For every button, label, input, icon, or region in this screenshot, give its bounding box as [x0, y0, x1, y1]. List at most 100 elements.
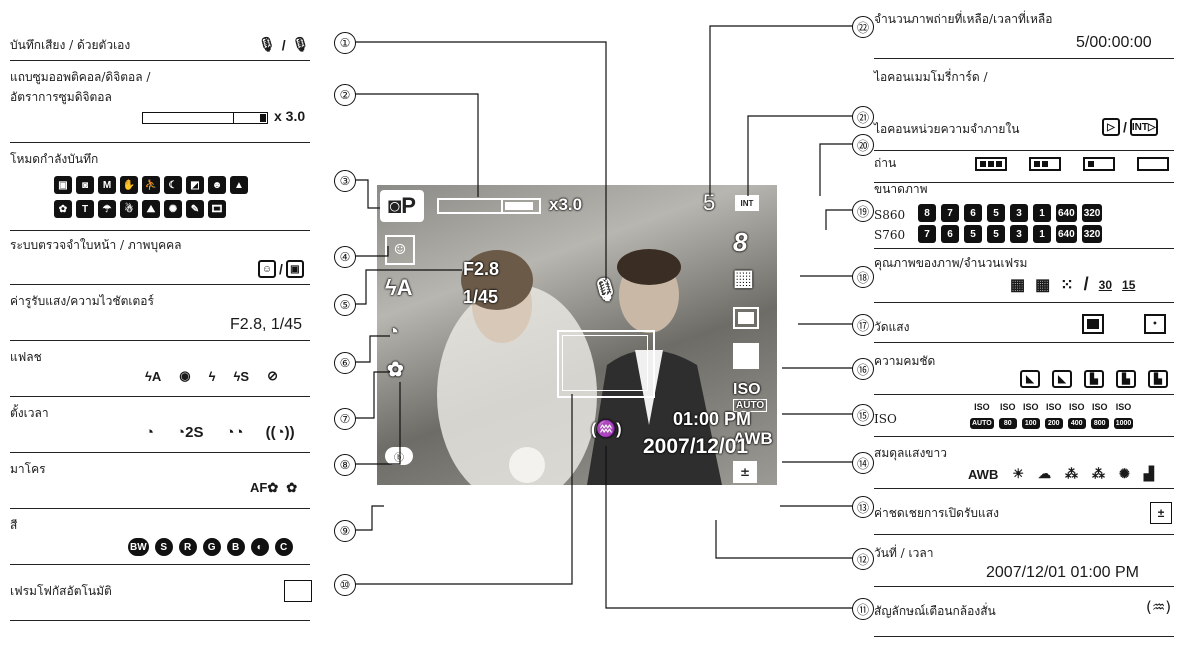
screen-flash-icon: ϟA: [385, 275, 413, 300]
sharp-soft1-icon: ◣: [1052, 370, 1072, 388]
left-label-flash: แฟลช: [10, 350, 42, 364]
screen-date: 2007/12/01: [643, 435, 749, 458]
mode-icons-row1: ▣ ◙ M ✋ ⛹ ☾ ◩ ☻ ▲: [54, 176, 248, 194]
double-timer-icon: ◔◔: [225, 424, 244, 441]
callout-17: ⑰: [852, 314, 874, 336]
left-label-af-frame: เฟรมโฟกัสอัตโนมัติ: [10, 584, 112, 598]
callout-18: ⑱: [852, 266, 874, 288]
night-icon: ☾: [164, 176, 182, 194]
cloudy-icon: ☁: [1038, 466, 1051, 481]
right-label-sharpness: ความคมชัด: [874, 354, 936, 368]
left-label-mode: โหมดกำลังบันทึก: [10, 152, 99, 166]
program-mode-icon: ◙P: [380, 190, 424, 222]
fluorescent-l-icon: ⁂: [1092, 466, 1105, 481]
right-label-ev: ค่าชดเชยการเปิดรับแสง: [874, 506, 999, 520]
color-blue-icon: B: [226, 538, 245, 556]
tungsten-icon: ✺: [1119, 466, 1130, 481]
voice-icons: 🎙 / 🎙: [258, 36, 310, 53]
screen-iso-mode: AUTO: [733, 399, 768, 412]
flash-auto-icon: ϟA: [145, 368, 162, 384]
auto-macro-icon: AF✿: [250, 480, 279, 495]
fireworks-icon: ✺: [164, 200, 182, 218]
shake-warning-icon: (♒): [1146, 598, 1172, 616]
left-label-zoom-rate: อัตราการซูมดิจิตอล: [10, 90, 112, 104]
mode-icons-row2: ✿ T ☂ ☃ ⛰ ✺ ✎ 🎞: [54, 200, 226, 218]
beach-snow-icon: ✎: [186, 200, 204, 218]
memory-card-icon: ▷: [1102, 118, 1120, 136]
color-bw-icon: BW: [128, 538, 149, 556]
backlight-icon: ⛰: [142, 200, 160, 218]
right-label-shake: สัญลักษณ์เตือนกล้องสั่น: [874, 604, 996, 618]
beauty-icon: ◩: [186, 176, 204, 194]
fps-30-icon: 30: [1098, 277, 1113, 292]
callout-4: ④: [334, 246, 356, 268]
sunset-icon: ☂: [98, 200, 116, 218]
callout-19: ⑲: [852, 200, 874, 222]
callout-8: ⑧: [334, 454, 356, 476]
zoom-bar: [142, 112, 268, 124]
self-portrait-icon: ▣: [285, 260, 304, 278]
callout-6: ⑥: [334, 352, 356, 374]
face-icons: ☺ / ▣: [258, 260, 304, 278]
datetime-value: 2007/12/01 01:00 PM: [986, 564, 1140, 581]
super-fine-icon: ▦: [1010, 276, 1026, 294]
left-label-voice: บันทึกเสียง / ด้วยตัวเอง: [10, 38, 131, 52]
right-label-quality: คุณภาพของภาพ/จำนวนเฟรม: [874, 256, 1028, 270]
callout-9: ⑨: [334, 520, 356, 542]
left-label-face: ระบบตรวจจำใบหน้า / ภาพบุคคล: [10, 238, 182, 252]
screen-time: 01:00 PM: [673, 409, 752, 429]
callout-7: ⑦: [334, 408, 356, 430]
screen-zoom-value: x3.0: [549, 195, 583, 214]
macro-icon: ✿: [286, 480, 298, 495]
flash-icons: ϟA ◉ ϟ ϟS ⊘: [145, 368, 278, 384]
screen-zoom-bar: [437, 198, 541, 214]
photo-guide-icon: ⛹: [142, 176, 160, 194]
right-label-wb: สมดุลแสงขาว: [874, 446, 947, 460]
callout-20: ⑳: [852, 134, 874, 156]
right-label-datetime: วันที่ / เวลา: [874, 546, 934, 560]
sharp-soft2-icon: ◣: [1020, 370, 1040, 388]
left-label-aperture: ค่ารูรับแสง/ความไวชัตเตอร์: [10, 294, 154, 308]
program-icon: ◙: [76, 176, 94, 194]
left-label-timer: ตั้งเวลา: [10, 406, 49, 420]
right-label-size: ขนาดภาพ: [874, 182, 928, 196]
auto-icon: ▣: [54, 176, 72, 194]
sharp-vivid1-icon: ▙: [1116, 370, 1136, 388]
microphone-off-icon: 🎙: [291, 36, 310, 52]
screen-face-detect-icon: ☺: [385, 235, 415, 265]
timer-2s-icon: ◔2S: [176, 424, 204, 441]
screen-ev-icon: ±: [733, 461, 757, 483]
battery-levels-icon: [975, 157, 1169, 171]
couple-photo: [437, 249, 722, 485]
callout-21: ㉑: [852, 106, 874, 128]
callout-10: ⑩: [334, 574, 356, 596]
remaining-value: 5/00:00:00: [1076, 34, 1152, 51]
fine-icon: ▦: [1035, 276, 1051, 294]
callout-14: ⑭: [852, 452, 874, 474]
callout-11: ⑪: [852, 598, 874, 620]
camera-preview: ◙P x3.0 5 INT ☺ F2.8 ϟA 1/45 ◔ ✿ ⓑ 🎙 (♒)…: [377, 185, 777, 485]
screen-remaining: 5: [703, 190, 716, 215]
left-label-zoom: แถบซูมออพติคอล/ดิจิตอล /: [10, 70, 151, 84]
timer-10s-icon: ◔: [145, 424, 155, 441]
s760-label: S760: [874, 228, 906, 242]
screen-size-icon: 8: [733, 227, 748, 257]
right-label-iso: ISO: [874, 412, 897, 426]
slow-sync-icon: ϟS: [233, 368, 250, 384]
battery-icons: [974, 156, 1174, 176]
callout-3: ③: [334, 170, 356, 192]
text-icon: T: [76, 200, 94, 218]
screen-iso-label: ISO: [733, 381, 761, 398]
screen-aperture: F2.8: [463, 259, 500, 279]
multi-metering-icon: [1082, 314, 1104, 334]
callout-16: ⑯: [852, 358, 874, 380]
spot-metering-icon: •: [1144, 314, 1166, 334]
manual-icon: M: [98, 176, 116, 194]
dawn-icon: ☃: [120, 200, 138, 218]
right-label-metering: วัดแสง: [874, 320, 910, 334]
screen-shake-warning-icon: (♒): [591, 421, 622, 438]
right-label-internal: ไอคอนหน่วยความจำภายใน: [874, 122, 1020, 136]
